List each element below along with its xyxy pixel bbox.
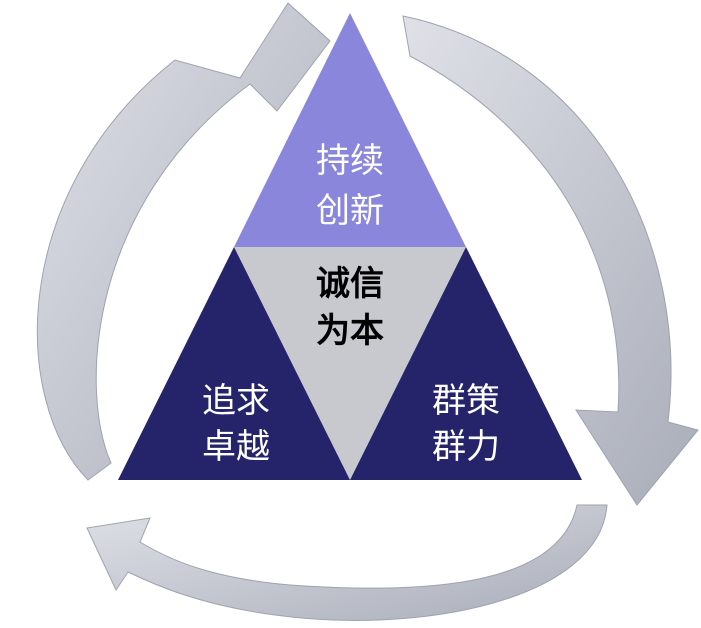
center-triangle	[234, 247, 466, 480]
cycle-arrow-bottom	[86, 504, 608, 621]
cycle-arrow-right	[402, 15, 699, 506]
cycle-arrow-top-left	[36, 2, 331, 481]
left-label-line1: 追求	[202, 381, 270, 421]
right-triangle	[350, 247, 582, 480]
right-label-line2: 群力	[432, 427, 500, 467]
left-label-line2: 卓越	[202, 427, 270, 467]
left-triangle	[118, 247, 350, 480]
center-label-line1: 诚信	[316, 264, 384, 304]
right-label-line1: 群策	[432, 381, 500, 421]
top-label-line2: 创新	[316, 191, 384, 231]
center-label-line2: 为本	[316, 311, 384, 351]
top-label-line1: 持续	[316, 141, 384, 181]
top-triangle	[234, 13, 466, 247]
